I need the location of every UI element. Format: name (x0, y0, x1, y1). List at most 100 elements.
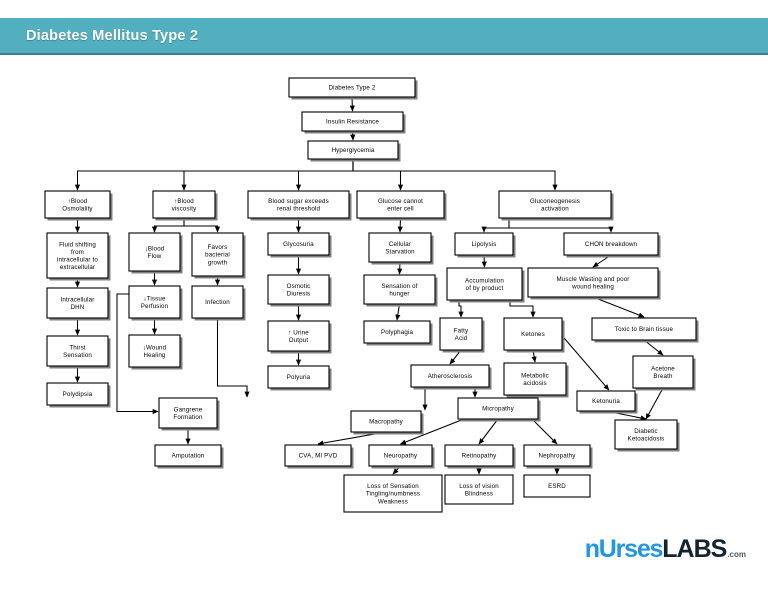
edge-n37-to-n44 (531, 418, 558, 445)
node-label: CVA, MI PVD (299, 453, 338, 460)
node-label: Amputation (172, 453, 205, 460)
node-box (267, 232, 330, 256)
node-box (527, 267, 659, 298)
node-box (128, 285, 181, 319)
node-box (343, 474, 443, 513)
node-label: Hyperglycemia (332, 147, 375, 154)
node-label: CHON breakdown (585, 241, 638, 248)
node-box (350, 410, 422, 433)
node-box (46, 232, 109, 279)
node-label: Glycosuria (283, 241, 314, 248)
node-box (363, 274, 436, 305)
node-box (128, 334, 181, 368)
edge-n3-to-n5 (184, 159, 354, 190)
logo-text-nurses: nUrses (584, 535, 664, 563)
node-box (191, 232, 244, 277)
node-n1: Diabetes Type 2 (288, 77, 418, 100)
edge-n34-to-n40 (645, 387, 664, 420)
edge-n20-to-n26 (395, 303, 401, 321)
node-label: Macropathy (369, 419, 404, 426)
edge-n37-to-n43 (478, 418, 499, 445)
node-box (444, 444, 514, 467)
node-box (247, 190, 350, 219)
header-bar: Diabetes Mellitus Type 2 (0, 18, 768, 55)
node-n29: Toxic to Brain tissue (591, 317, 699, 343)
node-n37: Micropathy (457, 397, 541, 422)
node-n3: Hyperglycemia (307, 140, 401, 162)
node-n15: CHON breakdown (563, 232, 661, 258)
logo-text-dotcom: .com (727, 550, 746, 559)
node-label: Insulin Resistance (326, 119, 379, 126)
node-label: ESRD (548, 483, 566, 490)
node-box (446, 267, 523, 301)
node-label: Diabetes Type 2 (329, 85, 376, 92)
node-label: Infection (205, 299, 230, 306)
node-label: Polyuria (287, 374, 311, 381)
node-label: Micropathy (482, 406, 515, 413)
edge-n18-to-n35 (216, 318, 250, 398)
node-box (576, 390, 636, 412)
node-n36: Ketonuria (576, 390, 638, 414)
node-box (439, 317, 483, 351)
node-box (288, 77, 416, 98)
node-n14: Lipolysis (454, 232, 516, 258)
nurseslabs-logo: nUrses LABS .com (585, 535, 746, 564)
edge-n3-to-n6 (299, 159, 354, 190)
node-box (46, 382, 109, 406)
node-label: Ketones (521, 331, 545, 338)
diabetes-flowchart-diagram: Diabetes Type 2 Insulin ResistanceHypergl… (44, 77, 699, 513)
node-box (307, 140, 399, 160)
edge-n17-to-n35 (116, 293, 159, 415)
node-box (152, 190, 216, 219)
edge-n3-to-n8 (352, 159, 555, 190)
node-box (454, 232, 514, 256)
node-n41: CVA, MI PVD (284, 444, 354, 469)
node-box (410, 364, 490, 388)
node-box (591, 317, 697, 341)
node-label: Retinopathy (462, 453, 497, 460)
node-label: Lipolysis (471, 241, 496, 248)
edge-n22-to-n29 (592, 296, 645, 318)
node-n30: Polydipsia (46, 382, 111, 408)
node-label: Ketonuria (592, 398, 620, 405)
edge-n37-to-n42 (399, 418, 465, 445)
node-box (363, 320, 431, 344)
node-n32: Atherosclerosis (410, 364, 492, 390)
node-label: Polyphagia (381, 329, 414, 336)
node-box (368, 444, 433, 467)
nodes-layer: Diabetes Type 2 Insulin ResistanceHypergl… (44, 77, 699, 513)
node-label: Neuropathy (384, 453, 418, 460)
